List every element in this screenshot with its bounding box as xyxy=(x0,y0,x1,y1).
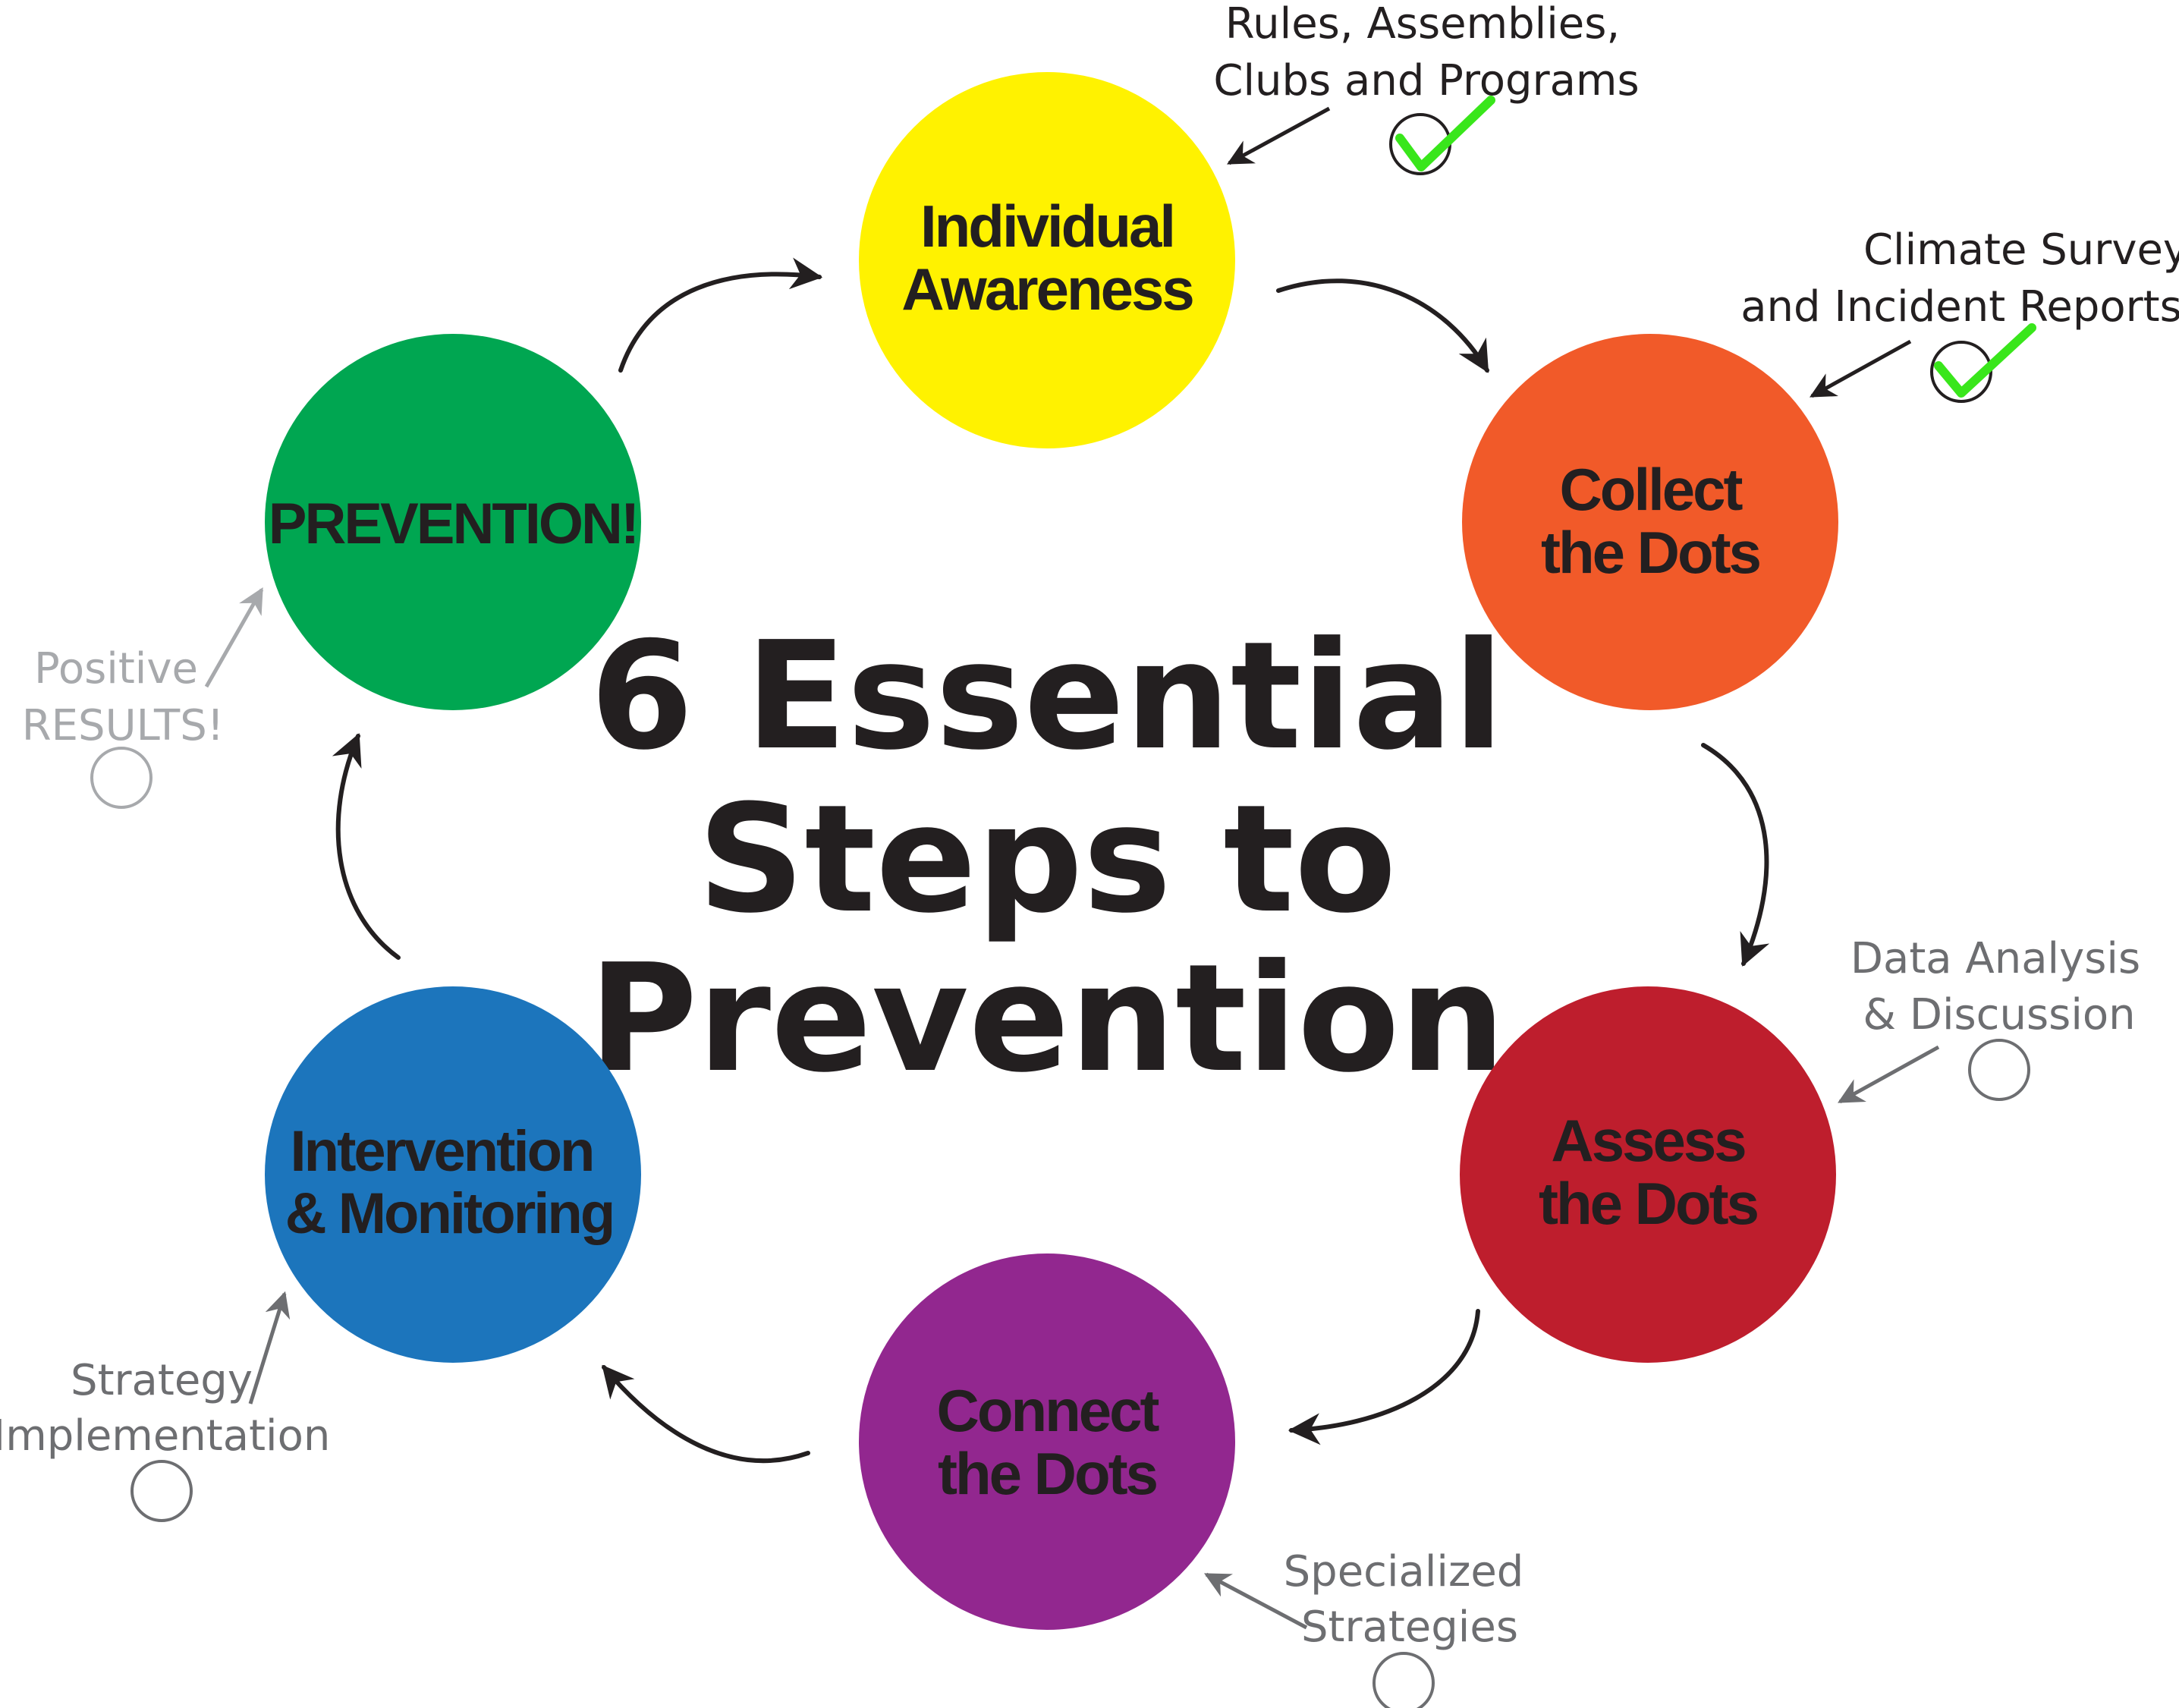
step-connect-the-dots: Connect the Dots xyxy=(859,1253,1235,1630)
note-climate-survey: Climate Survey and Incident Reports xyxy=(1740,225,2179,403)
cycle-arrow-assess-to-connect xyxy=(1288,1309,1480,1445)
note-label: Strategy xyxy=(71,1356,253,1405)
empty-checkbox-icon xyxy=(1372,1652,1435,1708)
title-line-2: Steps to xyxy=(697,773,1396,946)
step-label: Connect xyxy=(937,1377,1160,1444)
note-specialized-strategies: Specialized Strategies xyxy=(1203,1547,1524,1708)
note-arrow xyxy=(1203,1572,1308,1630)
note-arrow xyxy=(1810,339,1912,398)
checkmark-icon xyxy=(1934,323,2036,398)
step-label: the Dots xyxy=(1539,1170,1758,1237)
cycle-arrow-collect-to-assess xyxy=(1701,743,1770,967)
note-label: Clubs and Programs xyxy=(1213,56,1639,105)
diagram-title: 6 Essential Steps to Prevention xyxy=(589,610,1506,1106)
step-label: Intervention xyxy=(291,1119,593,1184)
step-circle xyxy=(859,1253,1235,1630)
note-arrow xyxy=(1838,1045,1940,1104)
note-label: Specialized xyxy=(1284,1547,1524,1596)
note-label: RESULTS! xyxy=(22,701,225,750)
step-circle xyxy=(859,72,1235,448)
step-prevention: PREVENTION! xyxy=(265,334,641,710)
title-line-1: 6 Essential xyxy=(590,610,1505,783)
step-label: Awareness xyxy=(901,256,1193,322)
step-label: the Dots xyxy=(1541,519,1760,586)
cycle-arrow-connect-to-intervention xyxy=(602,1364,810,1464)
step-label: the Dots xyxy=(938,1440,1157,1507)
step-label: Assess xyxy=(1551,1107,1745,1174)
note-label: Strategies xyxy=(1301,1603,1518,1652)
note-label: & Discussion xyxy=(1863,990,2135,1040)
step-circle xyxy=(265,986,641,1363)
note-label: Positive xyxy=(34,644,198,694)
step-assess-the-dots: Assess the Dots xyxy=(1460,986,1836,1363)
step-individual-awareness: Individual Awareness xyxy=(859,72,1235,448)
note-arrow xyxy=(204,587,264,688)
checkmark-icon xyxy=(1395,96,1495,171)
note-label: and Incident Reports xyxy=(1740,282,2179,332)
step-collect-the-dots: Collect the Dots xyxy=(1462,334,1838,710)
empty-checkbox-icon xyxy=(90,747,152,809)
note-label: Implementation xyxy=(0,1411,330,1461)
note-rules-assemblies: Rules, Assemblies, Clubs and Programs xyxy=(1213,0,1640,175)
note-arrow xyxy=(248,1291,291,1404)
empty-checkbox-icon xyxy=(130,1460,193,1522)
step-label: Individual xyxy=(920,193,1174,260)
note-data-analysis: Data Analysis & Discussion xyxy=(1838,934,2140,1104)
title-line-3: Prevention xyxy=(589,933,1506,1106)
step-label: PREVENTION! xyxy=(269,492,637,556)
cycle-arrow-intervention-to-prevention xyxy=(332,733,401,960)
note-positive-results: Positive RESULTS! xyxy=(22,587,264,809)
cycle-arrow-prevention-to-awareness xyxy=(618,257,823,373)
step-circle xyxy=(1462,334,1838,710)
step-label: Collect xyxy=(1559,456,1743,523)
step-intervention-monitoring: Intervention & Monitoring xyxy=(265,986,641,1363)
note-label: Climate Survey xyxy=(1863,225,2179,275)
step-circle xyxy=(1460,986,1836,1363)
step-circle xyxy=(265,334,641,710)
empty-checkbox-icon xyxy=(1968,1039,2030,1101)
note-strategy-implementation: Strategy Implementation xyxy=(0,1291,330,1522)
note-arrow xyxy=(1227,106,1331,165)
step-label: & Monitoring xyxy=(285,1181,614,1246)
cycle-arrow-awareness-to-collect xyxy=(1276,278,1489,373)
note-label: Data Analysis xyxy=(1850,934,2140,983)
note-label: Rules, Assemblies, xyxy=(1225,0,1620,49)
cycle-arrows xyxy=(332,257,1770,1464)
